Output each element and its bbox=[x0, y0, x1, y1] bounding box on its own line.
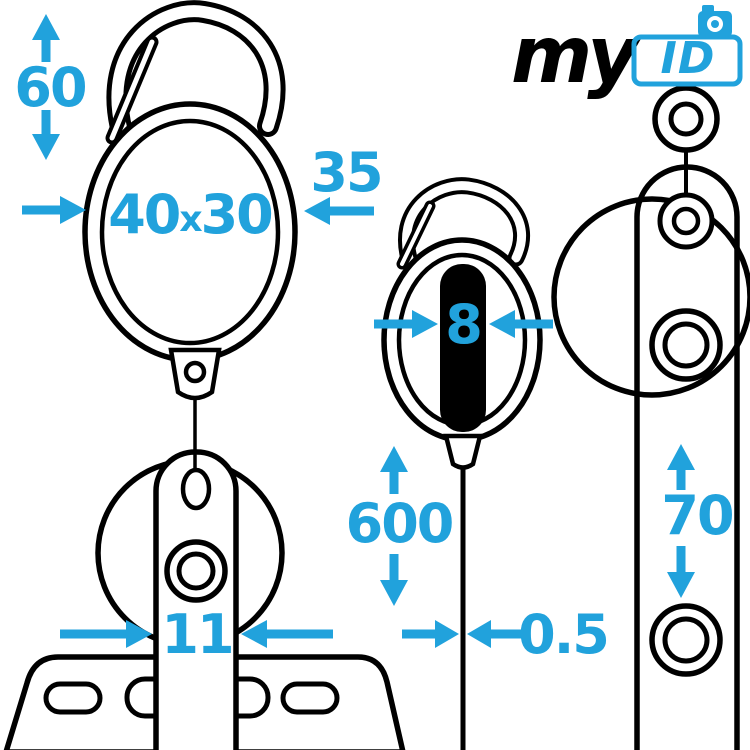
arrow-shaft bbox=[374, 319, 414, 329]
holder-slot-right bbox=[280, 681, 340, 715]
arrow-down-icon bbox=[380, 580, 408, 606]
arrow-shaft bbox=[402, 629, 436, 639]
strap-attach-hole bbox=[180, 467, 212, 511]
logo-id-group: ID bbox=[631, 5, 743, 87]
dim-label-0-5: 0.5 bbox=[518, 603, 608, 666]
dim-label-600: 600 bbox=[346, 492, 453, 555]
dim-cord-length: 600 bbox=[346, 446, 454, 606]
arrow-left-icon bbox=[304, 197, 330, 225]
dim-cord-thickness: 0.5 bbox=[402, 603, 610, 666]
arrow-shaft bbox=[60, 629, 128, 639]
camera-viewfinder bbox=[702, 5, 714, 14]
dim-holder-strap-width: 11 bbox=[60, 603, 333, 666]
arrow-up-icon bbox=[380, 446, 408, 472]
dim-label-70: 70 bbox=[661, 484, 732, 547]
back-reel-circle bbox=[551, 196, 750, 398]
strap-grommet-inner bbox=[176, 551, 216, 591]
carabiner-gate-inner bbox=[109, 39, 155, 141]
arrow-down-icon bbox=[32, 134, 60, 160]
dim-label-11: 11 bbox=[161, 603, 232, 666]
mid-grommet-inner bbox=[662, 321, 710, 369]
carabiner-small-icon-inner bbox=[402, 181, 526, 267]
arrow-left-icon bbox=[489, 310, 515, 338]
reel2-black-strap bbox=[440, 264, 486, 432]
line-art bbox=[3, 0, 750, 750]
dim-label-40x30: 40x30 bbox=[108, 183, 272, 246]
logo-text-id: ID bbox=[661, 33, 716, 84]
carabiner-icon-inner bbox=[111, 5, 281, 138]
dim-reel-face: 40x30 bbox=[22, 183, 274, 246]
dimension-annotations: 60 40x30 35 8 600 bbox=[14, 14, 735, 666]
arrow-shaft bbox=[41, 38, 51, 62]
arrow-left-icon bbox=[467, 620, 491, 648]
strap-top-hole-inner bbox=[671, 206, 701, 236]
reel-cord-hole bbox=[183, 360, 207, 384]
bottom-grommet-outer bbox=[649, 603, 723, 677]
holder-slot-left bbox=[43, 681, 103, 715]
arrow-up-icon bbox=[32, 14, 60, 40]
arrow-shaft bbox=[513, 319, 553, 329]
dim-label-8: 8 bbox=[445, 293, 481, 356]
arrow-right-icon bbox=[126, 620, 152, 648]
arrow-shaft bbox=[22, 205, 62, 215]
arrow-shaft bbox=[489, 629, 523, 639]
arrow-down-icon bbox=[667, 572, 695, 598]
dim-back-strap-length: 70 bbox=[661, 444, 735, 598]
top-grommet-inner bbox=[668, 101, 704, 137]
carabiner-small-gate-inner bbox=[400, 204, 432, 266]
arrow-left-icon bbox=[241, 620, 267, 648]
strap-top-hole-outer bbox=[657, 192, 715, 250]
camera-lens-inner bbox=[711, 20, 719, 28]
reel2-cord-neck bbox=[443, 433, 483, 470]
arrow-up-icon bbox=[667, 444, 695, 470]
arrow-shaft bbox=[265, 629, 333, 639]
dim-reel-strap-width: 8 bbox=[374, 293, 553, 356]
arrow-right-icon bbox=[412, 310, 438, 338]
mid-grommet-outer bbox=[649, 308, 723, 382]
brand-logo: my ID bbox=[511, 5, 743, 101]
arrow-shaft bbox=[389, 554, 399, 580]
arrow-right-icon bbox=[435, 620, 459, 648]
logo-text-my: my bbox=[511, 11, 641, 101]
arrow-shaft bbox=[676, 468, 686, 490]
arrow-shaft bbox=[328, 206, 374, 216]
arrow-shaft bbox=[41, 110, 51, 136]
strap-grommet-outer bbox=[164, 539, 228, 603]
bottom-grommet-inner bbox=[662, 616, 710, 664]
arrow-shaft bbox=[389, 470, 399, 494]
dim-label-35: 35 bbox=[310, 141, 381, 204]
arrow-right-icon bbox=[60, 196, 86, 224]
top-grommet-outer bbox=[652, 85, 720, 153]
arrow-shaft bbox=[676, 546, 686, 572]
dim-label-60: 60 bbox=[14, 56, 85, 119]
logo-id-box bbox=[631, 34, 743, 87]
front-view-assembly bbox=[82, 0, 298, 401]
side-view-assembly bbox=[381, 177, 543, 750]
dim-reel-depth: 35 bbox=[304, 141, 384, 225]
dim-carabiner-height: 60 bbox=[14, 14, 88, 160]
badge-holder-assembly bbox=[3, 398, 406, 750]
reel-body-inner bbox=[99, 118, 281, 346]
